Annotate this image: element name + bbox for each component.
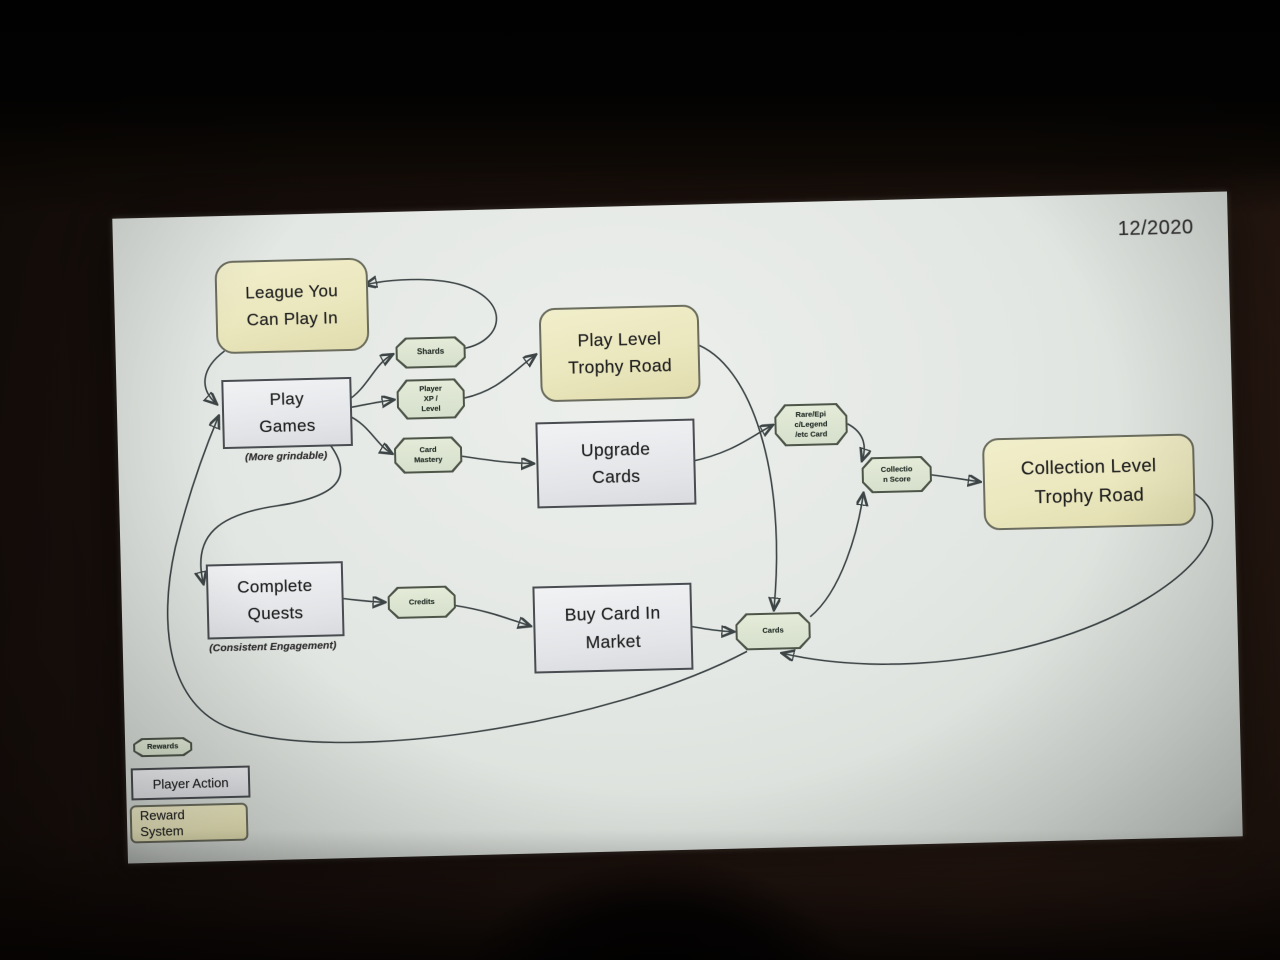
node-collection-score: Collectio n Score bbox=[861, 456, 932, 494]
node-play-level-trophy-road: Play Level Trophy Road bbox=[538, 304, 701, 403]
node-buy-card-in-market-label: Buy Card In Market bbox=[564, 602, 661, 652]
node-upgrade-cards-label: Upgrade Cards bbox=[580, 438, 651, 488]
bottom-shadow bbox=[0, 830, 1280, 960]
node-shards: Shards bbox=[395, 336, 466, 369]
note-consistent-engagement: (Consistent Engagement) bbox=[209, 639, 337, 655]
node-collection-score-label: Collectio n Score bbox=[880, 464, 913, 484]
node-league-label: League You Can Play In bbox=[244, 281, 339, 329]
node-credits-label: Credits bbox=[408, 596, 435, 607]
node-upgrade-cards: Upgrade Cards bbox=[535, 418, 697, 509]
node-card-mastery: Card Mastery bbox=[394, 436, 463, 474]
edge-card-mastery-to-upgrade-cards bbox=[462, 455, 532, 466]
dark-ceiling-band bbox=[0, 0, 1280, 215]
node-play-games: Play Games bbox=[221, 376, 353, 450]
node-rare-epic-legend-etc-card: Rare/Epi c/Legend /etc Card bbox=[774, 403, 848, 447]
node-credits: Credits bbox=[387, 585, 456, 619]
edge-complete-quests-to-credits bbox=[339, 597, 384, 603]
node-player-xp-level-label: Player XP / Level bbox=[419, 383, 442, 414]
edge-player-xp-to-play-level-trophy-road bbox=[463, 355, 536, 399]
legend-player-action-label: Player Action bbox=[152, 774, 229, 792]
slide: 12/2020 League You Can Play In Play Leve… bbox=[112, 191, 1243, 864]
node-card-mastery-label: Card Mastery bbox=[413, 444, 443, 465]
legend-rewards-label: Rewards bbox=[146, 741, 179, 752]
node-cards: Cards bbox=[735, 612, 811, 651]
edge-play-level-trophy-road-to-cards bbox=[694, 342, 779, 611]
node-play-games-label: Play Games bbox=[259, 389, 316, 436]
edge-collection-score-to-collection-level bbox=[930, 474, 979, 483]
node-cards-label: Cards bbox=[762, 625, 784, 636]
node-buy-card-in-market: Buy Card In Market bbox=[532, 582, 694, 674]
node-player-xp-level: Player XP / Level bbox=[396, 378, 465, 420]
node-complete-quests-label: Complete Quests bbox=[237, 576, 313, 624]
edge-cards-to-collection-score bbox=[809, 494, 866, 618]
node-play-level-trophy-road-label: Play Level Trophy Road bbox=[567, 328, 673, 378]
edge-buy-card-in-market-to-cards bbox=[687, 624, 732, 633]
node-collection-level-trophy-road-label: Collection Level Trophy Road bbox=[1020, 454, 1157, 508]
edge-play-games-to-shards bbox=[346, 355, 393, 402]
edge-play-games-to-player-xp bbox=[346, 400, 393, 409]
legend-player-action: Player Action bbox=[130, 765, 251, 801]
legend-rewards: Rewards bbox=[133, 737, 192, 757]
node-shards-label: Shards bbox=[416, 346, 445, 357]
node-league-you-can-play-in: League You Can Play In bbox=[214, 257, 370, 355]
node-complete-quests: Complete Quests bbox=[205, 561, 345, 640]
edge-upgrade-cards-to-rare-card bbox=[690, 426, 773, 463]
edge-credits-to-buy-card-in-market bbox=[454, 604, 530, 628]
note-more-grindable: (More grindable) bbox=[244, 449, 328, 464]
node-rare-epic-legend-etc-card-label: Rare/Epi c/Legend /etc Card bbox=[794, 409, 828, 440]
node-collection-level-trophy-road: Collection Level Trophy Road bbox=[981, 433, 1197, 531]
edge-rare-card-to-collection-score bbox=[847, 423, 865, 459]
slide-date: 12/2020 bbox=[1117, 216, 1194, 241]
